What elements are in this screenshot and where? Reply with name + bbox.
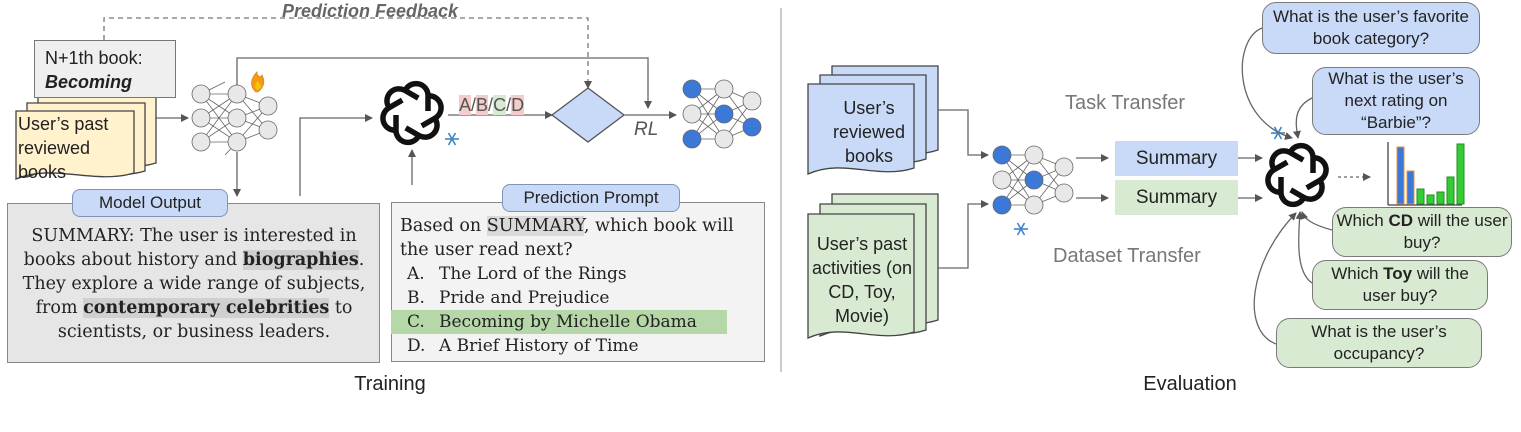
question-arrows <box>1241 27 1333 345</box>
next-book-title: Becoming <box>45 72 133 92</box>
evaluation-section-label: Evaluation <box>1143 373 1237 395</box>
chart-bar <box>1426 194 1435 205</box>
chart-bar <box>1406 170 1415 205</box>
prediction-prompt-label: Prediction Prompt <box>502 184 680 212</box>
reviewed-books-stack <box>807 65 939 175</box>
chart-bar <box>1436 191 1445 205</box>
question-favorite-category: What is the user’s favorite book categor… <box>1262 2 1480 54</box>
chart-bar <box>1396 146 1405 205</box>
snowflake-icon <box>445 132 459 146</box>
summary-box-dataset: Summary <box>1115 180 1238 215</box>
trained-network <box>682 79 762 149</box>
question-toy: Which Toy will the user buy? <box>1312 260 1488 310</box>
question-occupancy: What is the user’s occupancy? <box>1276 318 1482 368</box>
task-transfer-label: Task Transfer <box>1065 92 1186 114</box>
llm-logo-training <box>380 80 444 146</box>
option-b: B.Pride and Prejudice <box>407 288 610 308</box>
network-to-rl-line <box>236 57 652 109</box>
model-output-label: Model Output <box>72 189 228 217</box>
summary-text: SUMMARY: The user is interested in books… <box>22 226 366 342</box>
prompt-text: Based on SUMMARY, which book will the us… <box>400 216 734 260</box>
dataset-transfer-label: Dataset Transfer <box>1053 245 1201 267</box>
option-c: C.Becoming by Michelle Obama <box>391 310 727 334</box>
past-books-label: User’s past reviewed books <box>18 114 109 182</box>
comparison-diamond <box>550 87 626 143</box>
feedback-label: Prediction Feedback <box>281 1 459 21</box>
highlight-biographies: biographies <box>242 250 359 270</box>
option-a: A.The Lord of the Rings <box>407 264 627 284</box>
flame-icon <box>251 71 265 93</box>
feedback-arrow <box>103 17 592 89</box>
past-activities-label: User’s past activities (on CD, Toy, Movi… <box>811 234 913 326</box>
next-book-label: N+1th book: <box>45 48 143 68</box>
option-d: D.A Brief History of Time <box>407 336 639 356</box>
trainable-network <box>191 81 278 156</box>
highlight-celebrities: contemporary celebrities <box>83 298 330 318</box>
reviewed-books-label: User’s reviewed books <box>832 98 906 166</box>
chart-bar <box>1416 188 1425 205</box>
evaluation-network <box>992 145 1074 215</box>
rl-label: RL <box>634 119 659 140</box>
chart-bar <box>1456 143 1465 205</box>
question-next-rating: What is the user’s next rating on “Barbi… <box>1312 67 1480 135</box>
past-activities-stack <box>807 193 939 339</box>
answer-choices: A/B/C/D <box>459 95 525 115</box>
model-output-box <box>7 203 380 363</box>
summary-box-task: Summary <box>1115 141 1238 176</box>
snowflake-icon <box>1271 126 1285 140</box>
llm-logo-evaluation <box>1265 142 1329 208</box>
question-cd: Which CD will the user buy? <box>1332 207 1512 257</box>
chart-bar <box>1446 176 1455 205</box>
next-book-box: N+1th book: Becoming <box>34 40 176 98</box>
training-section-label: Training <box>354 373 426 395</box>
options-list: A.The Lord of the Rings B.Pride and Prej… <box>391 262 765 362</box>
result-bar-chart <box>1387 142 1465 206</box>
summary-placeholder: SUMMARY <box>486 216 584 236</box>
snowflake-icon <box>1014 222 1028 236</box>
past-books-stack <box>15 94 157 180</box>
